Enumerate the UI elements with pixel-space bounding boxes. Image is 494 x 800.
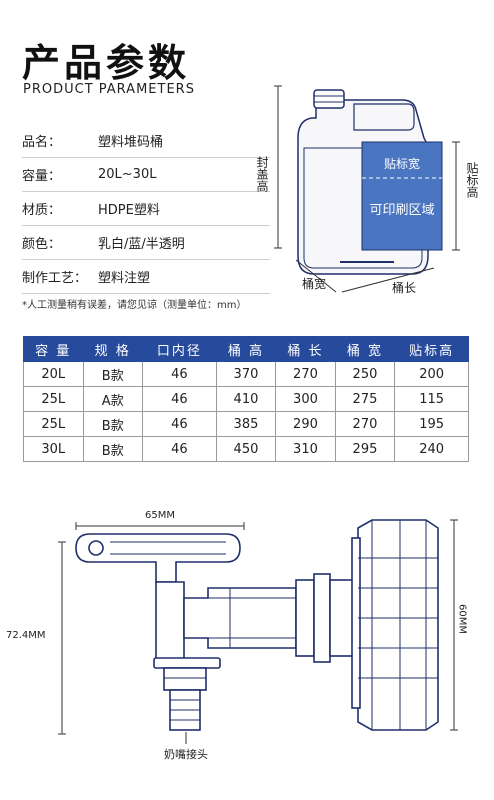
table-cell: 270 <box>275 361 336 387</box>
threaded-cap <box>351 519 439 731</box>
table-row: 25L A款 46 410 300 275 115 <box>23 386 469 412</box>
spec-value: 塑料注塑 <box>98 271 151 286</box>
table-cell: 46 <box>142 411 217 437</box>
table-cell: 46 <box>142 436 217 462</box>
table-cell: 370 <box>215 361 277 387</box>
page-title: 产品参数 <box>22 41 191 85</box>
faucet-width-label: 65MM <box>145 510 175 521</box>
table-cell: 25L <box>23 386 84 412</box>
spec-row-capacity: 容量： 20L~30L <box>22 158 270 192</box>
table-cell: A款 <box>82 386 143 412</box>
barrel-width-label: 桶宽 <box>302 276 326 291</box>
table-cell: 25L <box>23 411 84 437</box>
table-cell: 115 <box>394 386 469 412</box>
table-cell: 20L <box>23 361 84 387</box>
faucet-body <box>153 573 359 731</box>
table-cell: 46 <box>142 361 217 387</box>
spec-row-process: 制作工艺： 塑料注塑 <box>22 260 270 294</box>
label-area <box>361 141 443 251</box>
faucet-diagram: 65MM 72.4MM <box>6 510 468 761</box>
table-cell: B款 <box>82 361 143 387</box>
faucet-height-label: 72.4MM <box>6 630 46 641</box>
table-cell: 290 <box>275 411 336 437</box>
table-header: 桶 长 <box>275 336 336 362</box>
nozzle-label: 奶嘴接头 <box>164 747 208 761</box>
table-header: 口内径 <box>142 336 217 362</box>
faucet-handle <box>75 533 241 583</box>
table-cell: 240 <box>394 436 469 462</box>
table-cell: 30L <box>23 436 84 462</box>
table-cell: 385 <box>215 411 277 437</box>
table-header: 贴标高 <box>394 336 469 362</box>
spec-label: 制作工艺： <box>22 271 88 286</box>
faucet-height-dimension <box>58 541 66 735</box>
table-header-row: 容 量 规 格 口内径 桶 高 桶 长 桶 宽 贴标高 <box>23 336 469 362</box>
spec-value: 乳白/蓝/半透明 <box>98 237 185 252</box>
spec-row-color: 颜色： 乳白/蓝/半透明 <box>22 226 270 260</box>
spec-label: 品名： <box>22 135 62 150</box>
table-cell: 450 <box>215 436 277 462</box>
page-subtitle: PRODUCT PARAMETERS <box>23 82 195 97</box>
spec-label: 材质： <box>22 203 62 218</box>
table-row: 25L B款 46 385 290 270 195 <box>23 411 469 437</box>
table-row: 20L B款 46 370 270 250 200 <box>23 361 469 387</box>
measurement-note: *人工测量稍有误差，请您见谅（测量单位：mm） <box>22 300 247 311</box>
spec-row-name: 品名： 塑料堆码桶 <box>22 124 270 158</box>
cap-height-dimension <box>450 519 458 731</box>
spec-list: 品名： 塑料堆码桶 容量： 20L~30L 材质： HDPE塑料 颜色： 乳白/… <box>22 124 270 294</box>
spec-value: 塑料堆码桶 <box>98 135 164 150</box>
barrel-length-label: 桶长 <box>392 280 416 295</box>
size-table: 容 量 规 格 口内径 桶 高 桶 长 桶 宽 贴标高 20L B款 46 37… <box>23 336 469 462</box>
table-cell: B款 <box>82 411 143 437</box>
spec-label: 颜色： <box>22 237 62 252</box>
label-height-dimension <box>452 141 460 251</box>
spec-value: HDPE塑料 <box>98 203 160 218</box>
table-cell: 270 <box>334 411 396 437</box>
table-header: 桶 高 <box>215 336 277 362</box>
spec-value: 20L~30L <box>98 167 157 182</box>
table-cell: 275 <box>334 386 396 412</box>
barrel-diagram: 封盖高 贴标宽 可印刷区域 贴标高 桶宽 桶长 <box>255 85 479 295</box>
label-height-label: 贴标高 <box>465 162 479 199</box>
faucet-width-dimension <box>75 522 245 530</box>
table-row: 30L B款 46 450 310 295 240 <box>23 436 469 462</box>
table-cell: 195 <box>394 411 469 437</box>
cap-height-label: 封盖高 <box>255 156 269 193</box>
print-area-text: 可印刷区域 <box>369 203 434 218</box>
table-cell: 46 <box>142 386 217 412</box>
label-width-text: 贴标宽 <box>384 156 420 171</box>
table-cell: 310 <box>275 436 336 462</box>
cap-height-mm-label: 60MM <box>457 604 468 634</box>
spec-label: 容量： <box>22 169 62 184</box>
table-header: 规 格 <box>82 336 143 362</box>
cap-shape <box>313 89 345 109</box>
table-header: 桶 宽 <box>334 336 396 362</box>
table-cell: B款 <box>82 436 143 462</box>
table-cell: 250 <box>334 361 396 387</box>
table-header: 容 量 <box>23 336 84 362</box>
table-cell: 410 <box>215 386 277 412</box>
table-cell: 300 <box>275 386 336 412</box>
table-cell: 200 <box>394 361 469 387</box>
spec-row-material: 材质： HDPE塑料 <box>22 192 270 226</box>
table-cell: 295 <box>334 436 396 462</box>
cap-height-dimension <box>274 85 282 249</box>
